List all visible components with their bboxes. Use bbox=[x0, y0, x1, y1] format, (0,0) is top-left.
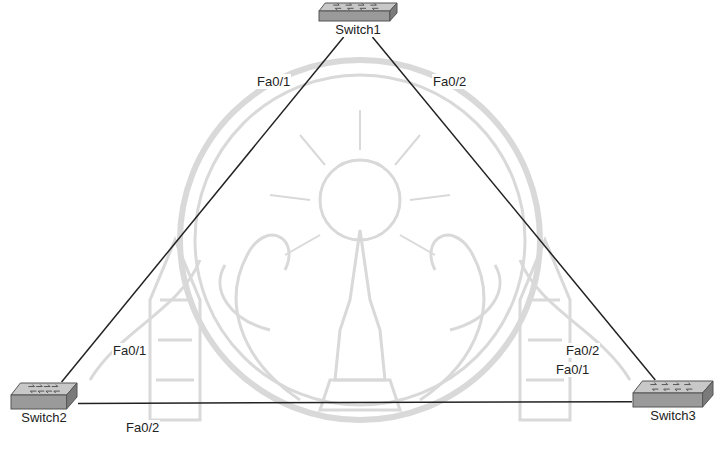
network-switch: Switch3 bbox=[632, 380, 714, 423]
port-label: Fa0/2 bbox=[565, 343, 600, 358]
switch-name: Switch2 bbox=[19, 410, 69, 425]
port-label: Fa0/2 bbox=[432, 74, 467, 89]
ethernet-link bbox=[78, 402, 632, 404]
port-label: Fa0/1 bbox=[256, 74, 291, 89]
switch-icon bbox=[632, 380, 714, 408]
port-label: Fa0/1 bbox=[555, 362, 590, 377]
switch-name: Switch1 bbox=[333, 22, 383, 37]
switch-name: Switch3 bbox=[648, 408, 698, 423]
ethernet-link bbox=[62, 37, 344, 382]
ethernet-link bbox=[372, 37, 655, 380]
port-label: Fa0/1 bbox=[112, 343, 147, 358]
network-switch: Switch1 bbox=[318, 2, 398, 37]
port-label: Fa0/2 bbox=[125, 420, 160, 435]
switch-icon bbox=[318, 2, 398, 22]
network-switch: Switch2 bbox=[10, 382, 78, 425]
switch-icon bbox=[10, 382, 78, 410]
